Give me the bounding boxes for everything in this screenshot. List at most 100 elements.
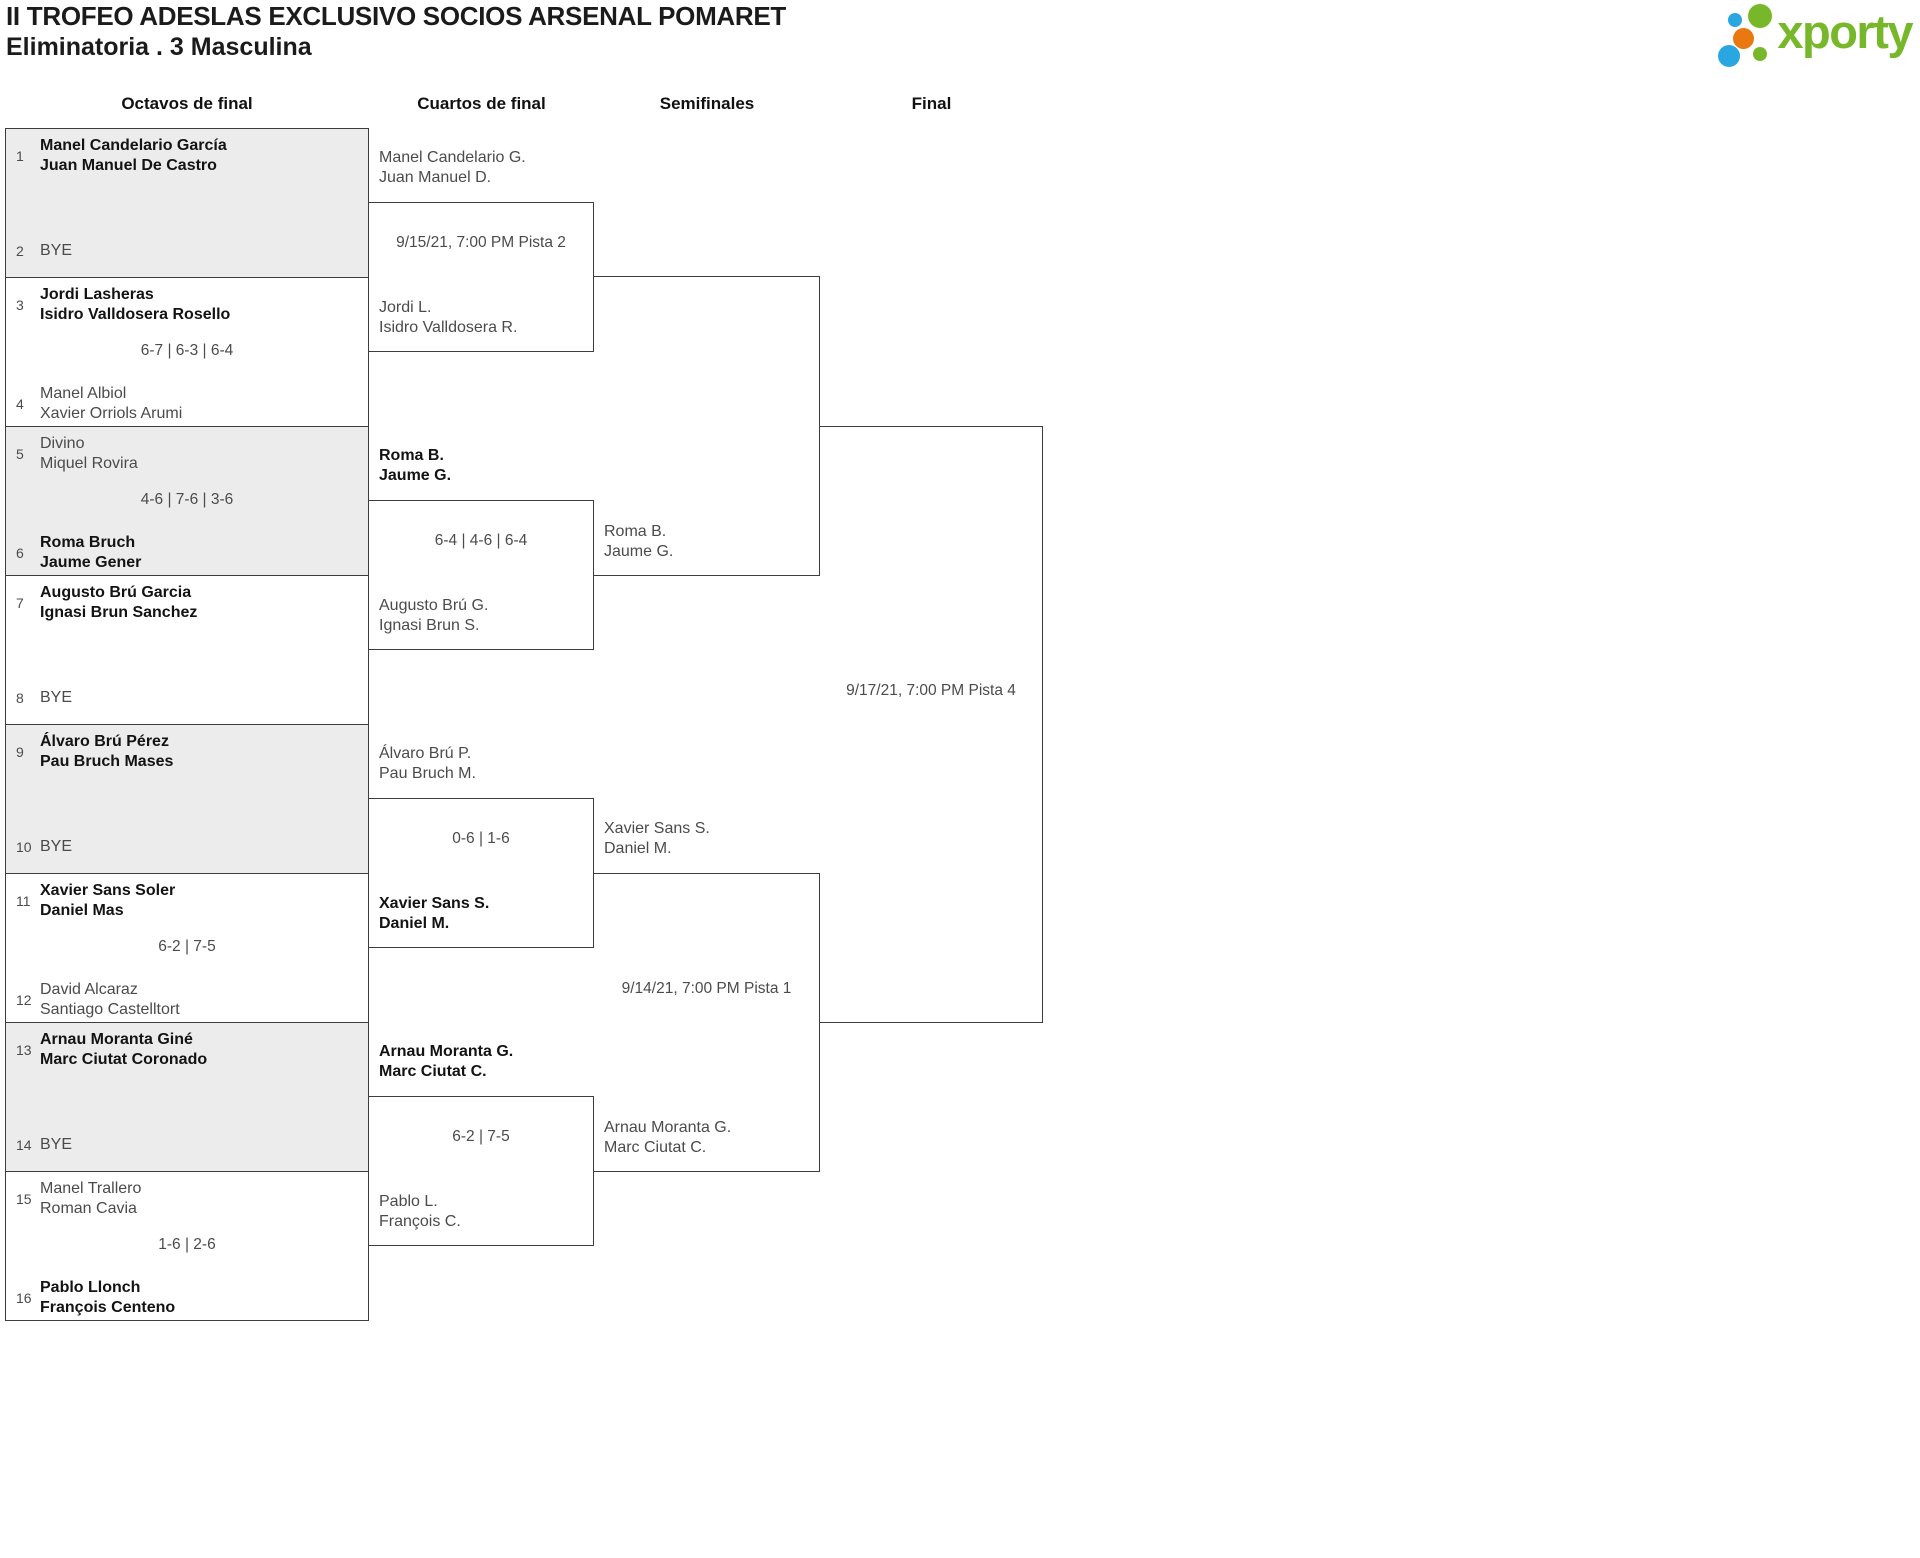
seed-number: 1 xyxy=(16,148,24,164)
team-names: Xavier Sans S.Daniel M. xyxy=(379,895,490,932)
team-names: Jordi L.Isidro Valldosera R. xyxy=(379,299,518,336)
team-names: Roma B.Jaume G. xyxy=(604,523,674,560)
team-names: Augusto Brú G.Ignasi Brun S. xyxy=(379,597,489,634)
bracket-team: Xavier Sans S.Daniel M. xyxy=(379,894,489,934)
seed-number: 15 xyxy=(16,1191,32,1207)
xporty-logo[interactable]: xporty xyxy=(1717,2,1913,67)
team-names: Manel Candelario G.Juan Manuel D. xyxy=(379,149,526,186)
cuartos-match-3: Álvaro Brú P.Pau Bruch M. Xavier Sans S.D… xyxy=(369,745,594,948)
team-names: BYE xyxy=(40,1136,73,1153)
seed-number: 14 xyxy=(16,1137,32,1153)
cuartos-match-2: Roma B.Jaume G. Augusto Brú G.Ignasi Brun… xyxy=(369,447,594,650)
semifinal-match-2: Xavier Sans S.Daniel M. Arnau Moranta G.M… xyxy=(594,820,820,1172)
seed-number: 13 xyxy=(16,1042,32,1058)
seed-number: 7 xyxy=(16,595,24,611)
final-match-1: 9/17/21, 7:00 PM Pista 4 xyxy=(820,426,1043,1023)
match-schedule-or-score: 0-6 | 1-6 xyxy=(452,830,510,847)
match-schedule-or-score: 9/14/21, 7:00 PM Pista 1 xyxy=(621,979,792,997)
round-header-final: Final xyxy=(911,94,952,113)
bracket-team: Arnau Moranta G.Marc Ciutat C. xyxy=(379,1042,513,1082)
logo-dot-orange xyxy=(1733,28,1755,49)
match-score: 6-7 | 6-3 | 6-4 xyxy=(140,342,234,359)
bracket-team: Roma B.Jaume G. xyxy=(604,522,673,562)
team-names: BYE xyxy=(40,838,73,855)
team-names: Arnau Moranta G.Marc Ciutat C. xyxy=(379,1043,514,1080)
match-schedule-or-score: 9/17/21, 7:00 PM Pista 4 xyxy=(846,681,1016,699)
seed-number: 3 xyxy=(16,297,24,313)
xporty-logo-text: xporty xyxy=(1777,5,1913,58)
seed-number: 10 xyxy=(16,839,32,855)
bracket-team: 10 BYE xyxy=(16,837,362,857)
seed-number: 9 xyxy=(16,744,24,760)
seed-number: 16 xyxy=(16,1290,32,1306)
logo-dot-green-small xyxy=(1753,47,1768,61)
team-names: BYE xyxy=(40,689,73,706)
bracket-team: Roma B.Jaume G. xyxy=(379,446,451,486)
team-names: Roma B.Jaume G. xyxy=(379,447,452,484)
match-schedule-or-score: 6-4 | 4-6 | 6-4 xyxy=(434,532,528,549)
team-names: Arnau Moranta G.Marc Ciutat C. xyxy=(604,1119,732,1156)
seed-number: 11 xyxy=(16,893,31,909)
seed-number: 4 xyxy=(16,396,24,412)
cuartos-match-4: Arnau Moranta G.Marc Ciutat C. Pablo L.Fr… xyxy=(369,1043,594,1246)
team-names: Álvaro Brú P.Pau Bruch M. xyxy=(379,745,476,782)
bracket-team: 8 BYE xyxy=(16,688,362,708)
seed-number: 6 xyxy=(16,545,24,561)
cuartos-match-1: Manel Candelario G.Juan Manuel D. Jordi L… xyxy=(369,149,594,352)
bracket-team: Arnau Moranta G.Marc Ciutat C. xyxy=(604,1118,731,1158)
bracket-team: Manel Candelario G.Juan Manuel D. xyxy=(379,148,526,188)
team-names: Pablo L.François C. xyxy=(379,1193,461,1230)
match-score: 6-2 | 7-5 xyxy=(158,938,216,955)
bracket-team: Jordi L.Isidro Valldosera R. xyxy=(379,298,517,338)
match-schedule-or-score: 9/15/21, 7:00 PM Pista 2 xyxy=(396,234,566,251)
bracket-team: Álvaro Brú P.Pau Bruch M. xyxy=(379,744,476,784)
logo-dot-blue-large xyxy=(1718,45,1741,67)
bracket-team: 2 BYE xyxy=(16,241,362,261)
team-names: BYE xyxy=(40,242,73,259)
logo-dot-green-large xyxy=(1748,4,1773,28)
seed-number: 12 xyxy=(16,992,32,1008)
seed-number: 8 xyxy=(16,690,24,706)
xporty-logo-dots-icon xyxy=(1717,2,1777,67)
match-score: 1-6 | 2-6 xyxy=(158,1236,216,1253)
category-subtitle: Eliminatoria . 3 Masculina xyxy=(6,33,312,61)
seed-number: 2 xyxy=(16,243,24,259)
seed-number: 5 xyxy=(16,446,24,462)
team-names: Xavier Sans S.Daniel M. xyxy=(604,820,710,857)
match-score: 4-6 | 7-6 | 3-6 xyxy=(140,491,234,508)
logo-dot-blue-small xyxy=(1728,13,1743,27)
bracket-team: 14 BYE xyxy=(16,1135,362,1155)
round-header-semifinales: Semifinales xyxy=(659,94,755,113)
round-header-octavos: Octavos de final xyxy=(121,94,253,113)
semifinal-match-1: Roma B.Jaume G. xyxy=(594,276,820,576)
round-header-cuartos: Cuartos de final xyxy=(417,94,546,113)
